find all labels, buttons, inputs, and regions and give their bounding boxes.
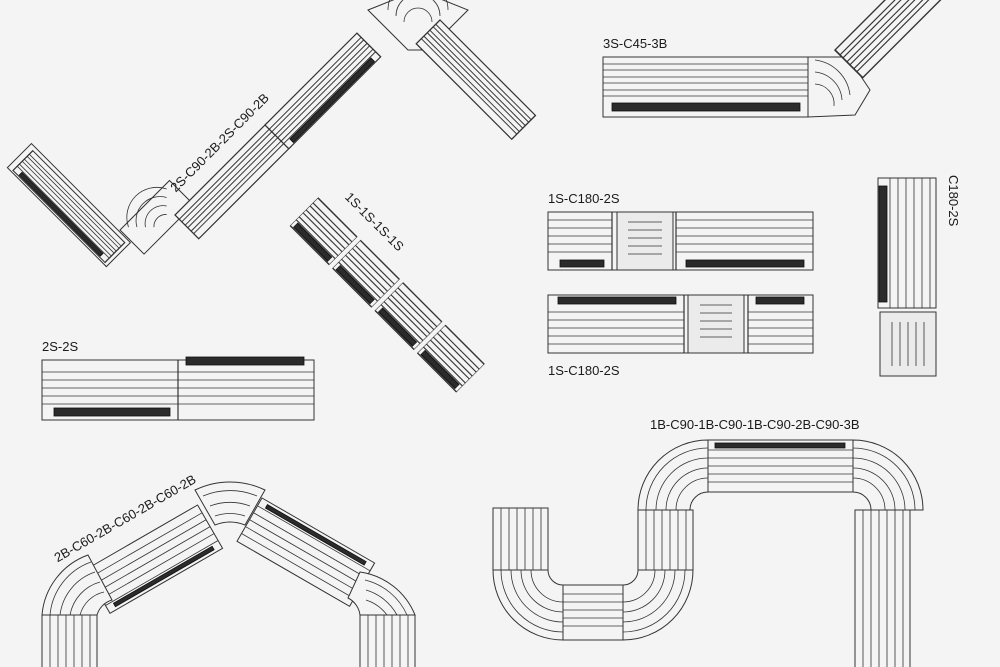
- config-1b-c90-loop-drawing: [492, 439, 924, 667]
- label-c180-2s: C180-2S: [946, 175, 961, 227]
- label-1s-c180-2s-bottom: 1S-C180-2S: [548, 363, 620, 378]
- label-3s-c45-3b: 3S-C45-3B: [603, 36, 668, 51]
- config-zigzag-drawing: [6, 0, 537, 268]
- config-2b-c60-house-drawing: [41, 481, 416, 667]
- config-2s-2s-drawing: [41, 356, 315, 421]
- label-1s-c180-2s-top: 1S-C180-2S: [548, 191, 620, 206]
- config-c180-2s-drawing: [877, 177, 937, 377]
- label-2s-2s: 2S-2S: [42, 339, 79, 354]
- config-3s-c45-3b-drawing: [602, 0, 977, 118]
- label-1b-c90-loop: 1B-C90-1B-C90-1B-C90-2B-C90-3B: [650, 417, 860, 432]
- config-1s-c180-2s-bottom-drawing: [547, 294, 814, 354]
- config-1s-c180-2s-top-drawing: [547, 211, 814, 271]
